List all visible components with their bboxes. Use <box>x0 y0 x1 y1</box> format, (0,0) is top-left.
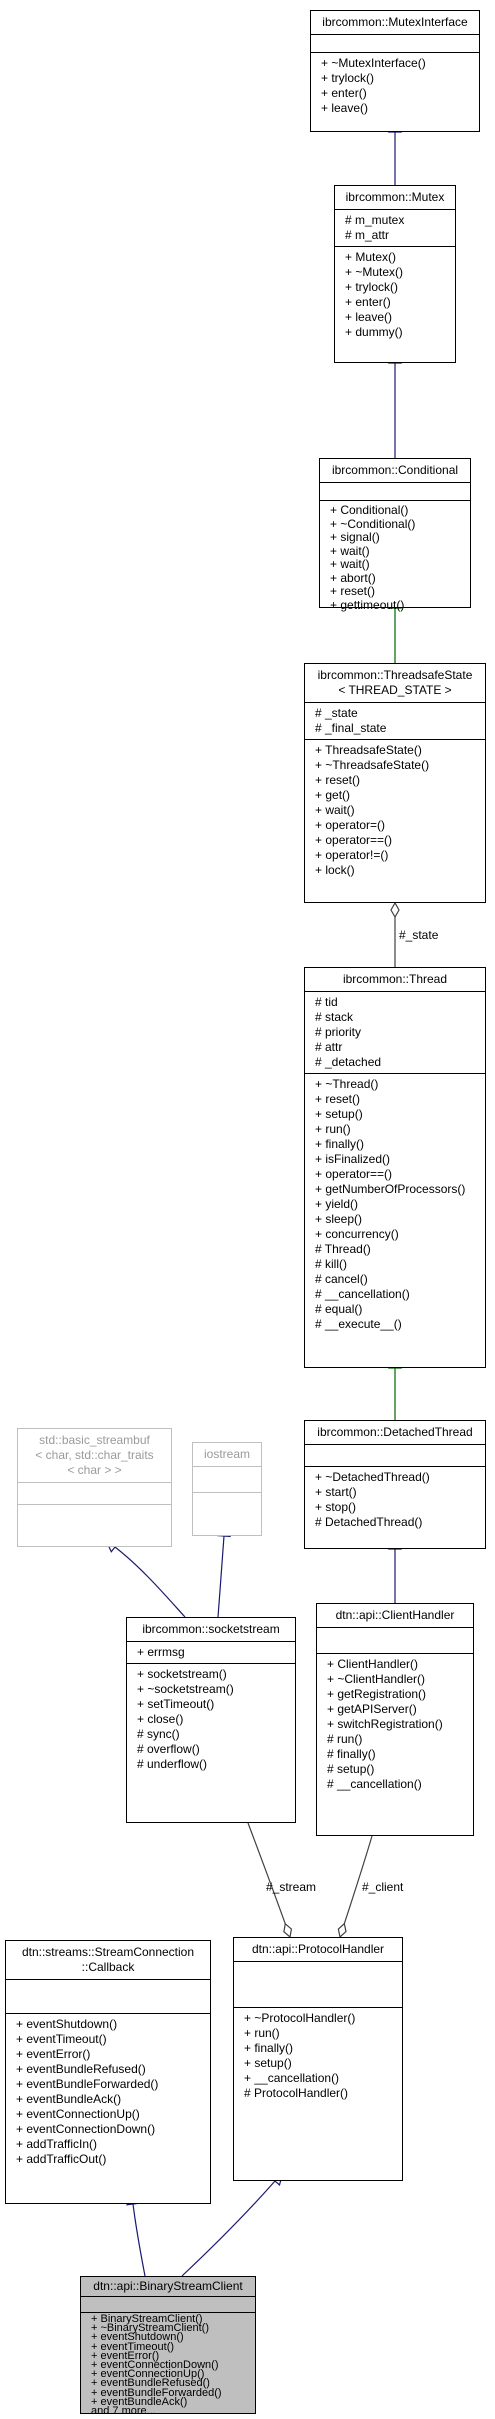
class-mutex[interactable]: ibrcommon::Mutex # m_mutex # m_attr + Mu… <box>334 185 456 363</box>
edge-socketstream-to-basicstreambuf <box>115 1547 186 1618</box>
class-title: dtn::api::ProtocolHandler <box>251 1942 385 1956</box>
class-threadsafestate[interactable]: ibrcommon::ThreadsafeState < THREAD_STAT… <box>304 663 486 903</box>
class-binarystreamclient[interactable]: dtn::api::BinaryStreamClient + BinaryStr… <box>80 2276 256 2417</box>
attributes-section: # tid # stack # priority # attr # _detac… <box>305 991 485 1073</box>
class-title: ibrcommon::Mutex <box>345 190 445 204</box>
class-title: ibrcommon::Conditional <box>331 463 459 477</box>
class-callback[interactable]: dtn::streams::StreamConnection ::Callbac… <box>5 1940 211 2204</box>
edge-label-state: #_state <box>399 928 439 942</box>
edge-socketstream-to-iostream <box>218 1536 224 1618</box>
edge-binarystreamclient-to-callback <box>133 2204 146 2277</box>
class-title: dtn::streams::StreamConnection ::Callbac… <box>21 1945 195 1974</box>
edge-protocolhandler-stream-association <box>247 1822 290 1937</box>
class-basic-streambuf[interactable]: std::basic_streambuf < char, std::char_t… <box>17 1428 172 1547</box>
class-title: ibrcommon::Thread <box>342 972 448 986</box>
class-mutexinterface[interactable]: ibrcommon::MutexInterface + ~MutexInterf… <box>310 10 480 132</box>
edge-protocolhandler-client-association <box>340 1835 373 1937</box>
class-socketstream[interactable]: ibrcommon::socketstream + errmsg + socke… <box>126 1617 296 1823</box>
attributes-section <box>18 1482 171 1504</box>
attributes-section: + errmsg <box>127 1641 295 1663</box>
class-title: ibrcommon::MutexInterface <box>322 15 468 29</box>
class-thread[interactable]: ibrcommon::Thread # tid # stack # priori… <box>304 967 486 1368</box>
class-title: ibrcommon::socketstream <box>142 1622 280 1636</box>
attributes-section: # m_mutex # m_attr <box>335 209 455 246</box>
edge-label-client: #_client <box>362 1880 404 1894</box>
attributes-section <box>317 1627 473 1653</box>
attributes-section <box>193 1466 261 1492</box>
edge-label-stream: #_stream <box>266 1880 317 1894</box>
class-title: ibrcommon::DetachedThread <box>317 1425 473 1439</box>
methods-section: + ~ProtocolHandler() + run() + finally()… <box>234 2007 402 2104</box>
methods-section: + BinaryStreamClient() + ~BinaryStreamCl… <box>81 2312 255 2419</box>
attributes-section <box>320 482 470 500</box>
class-title: ibrcommon::ThreadsafeState < THREAD_STAT… <box>317 668 473 697</box>
methods-section <box>193 1492 261 1518</box>
methods-section <box>18 1504 171 1526</box>
methods-section: + eventShutdown() + eventTimeout() + eve… <box>6 2013 210 2170</box>
methods-section: + Mutex() + ~Mutex() + trylock() + enter… <box>335 246 455 343</box>
methods-section: + ThreadsafeState() + ~ThreadsafeState()… <box>305 739 485 881</box>
attributes-section: # _state # _final_state <box>305 702 485 739</box>
edge-binarystreamclient-to-protocolhandler <box>181 2181 275 2277</box>
class-conditional[interactable]: ibrcommon::Conditional + Conditional() +… <box>319 458 471 611</box>
class-title: iostream <box>203 1447 250 1461</box>
class-title: dtn::api::BinaryStreamClient <box>93 2279 243 2293</box>
attributes-section <box>6 1979 210 2013</box>
class-protocolhandler[interactable]: dtn::api::ProtocolHandler + ~ProtocolHan… <box>233 1937 403 2181</box>
class-clienthandler[interactable]: dtn::api::ClientHandler + ClientHandler(… <box>316 1603 474 1836</box>
attributes-section <box>234 1961 402 2007</box>
attributes-section <box>311 34 479 52</box>
class-detachedthread[interactable]: ibrcommon::DetachedThread + ~DetachedThr… <box>304 1420 486 1549</box>
methods-section: + ClientHandler() + ~ClientHandler() + g… <box>317 1653 473 1795</box>
methods-section: + Conditional() + ~Conditional() + signa… <box>320 500 470 615</box>
methods-section: + ~DetachedThread() + start() + stop() #… <box>305 1466 485 1533</box>
class-title: dtn::api::ClientHandler <box>335 1608 455 1622</box>
class-title: std::basic_streambuf < char, std::char_t… <box>35 1433 154 1477</box>
attributes-section <box>81 2296 255 2312</box>
attributes-section <box>305 1444 485 1466</box>
methods-section: + ~MutexInterface() + trylock() + enter(… <box>311 52 479 119</box>
methods-section: + ~Thread() + reset() + setup() + run() … <box>305 1073 485 1335</box>
class-iostream[interactable]: iostream <box>192 1442 262 1536</box>
methods-section: + socketstream() + ~socketstream() + set… <box>127 1663 295 1775</box>
